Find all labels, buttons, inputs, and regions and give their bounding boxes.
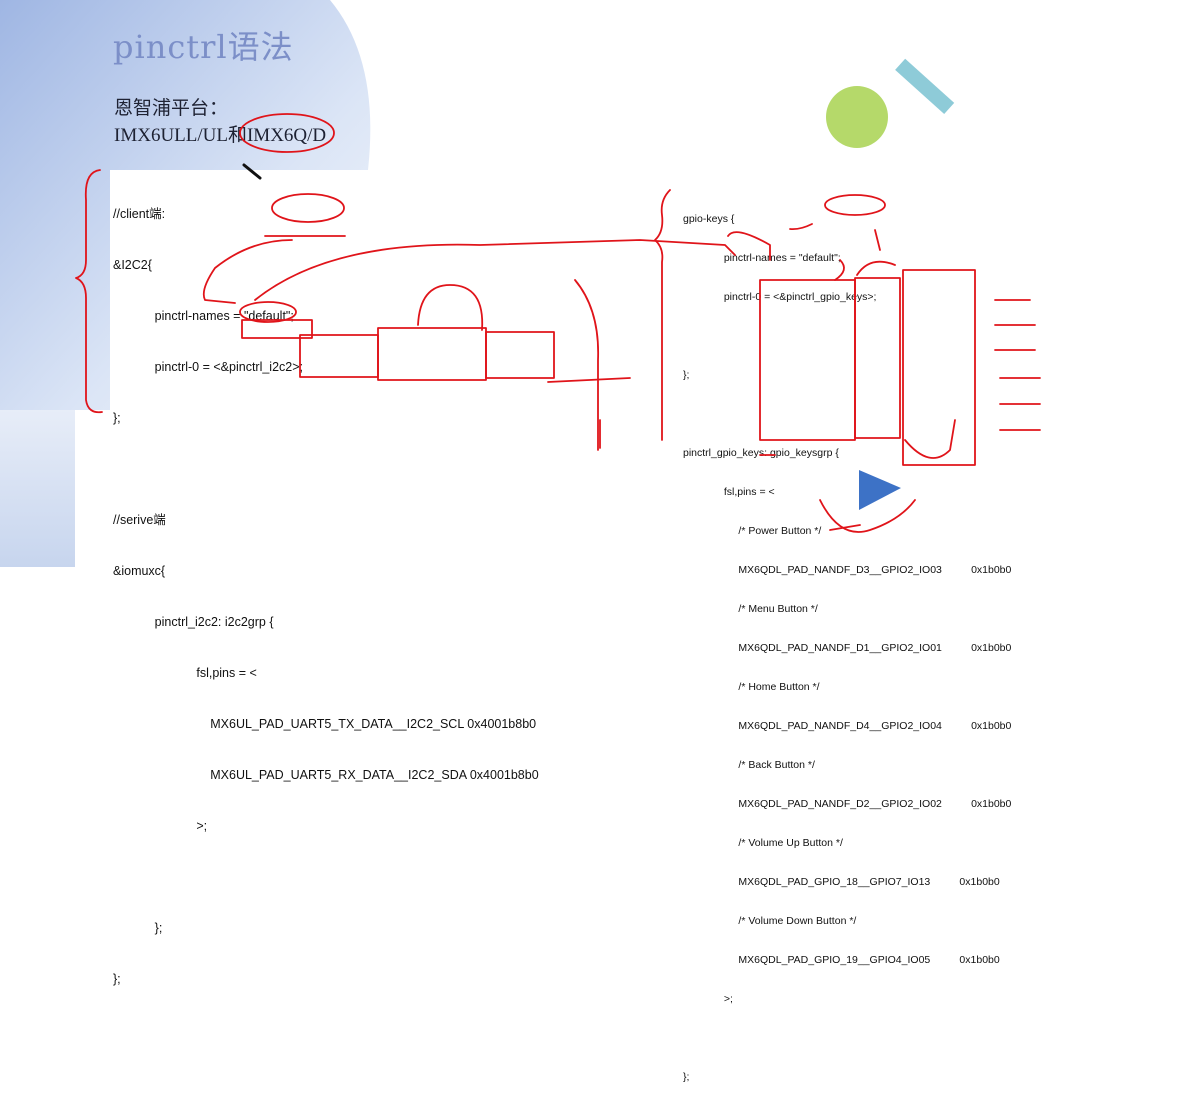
code-line: /* Volume Up Button */ [683,837,843,849]
code-line: &I2C2{ [113,258,152,272]
code-line: pinctrl-0 = <&pinctrl_gpio_keys>; [683,291,877,303]
code-line: fsl,pins = < [683,486,775,498]
gpio-keys-code: gpio-keys { pinctrl-names = "default"; p… [683,187,1011,1097]
code-line: }; [113,411,121,425]
code-line: }; [113,972,121,986]
code-line: fsl,pins = < [113,666,257,680]
code-line [683,1032,1011,1045]
code-line: pinctrl-names = "default"; [113,309,294,323]
code-line: MX6QDL_PAD_GPIO_18__GPIO7_IO13 0x1b0b0 [683,876,1000,888]
code-line [113,869,539,886]
code-line [683,408,1011,421]
code-line: MX6QDL_PAD_GPIO_19__GPIO4_IO05 0x1b0b0 [683,954,1000,966]
code-line: MX6QDL_PAD_NANDF_D4__GPIO2_IO04 0x1b0b0 [683,720,1012,732]
code-line: pinctrl-names = "default"; [683,252,841,264]
code-line: MX6UL_PAD_UART5_TX_DATA__I2C2_SCL 0x4001… [113,717,537,731]
code-line: }; [113,921,163,935]
code-line: MX6QDL_PAD_NANDF_D1__GPIO2_IO01 0x1b0b0 [683,642,1012,654]
code-line: /* Home Button */ [683,681,820,693]
code-line: //serive端 [113,513,166,527]
platform-label: 恩智浦平台： [114,98,229,119]
code-line: /* Power Button */ [683,525,822,537]
decor-shapes [826,58,955,148]
platform-chips: IMX6ULL/UL和IMX6Q/D [114,125,327,146]
code-line: pinctrl_gpio_keys: gpio_keysgrp { [683,447,839,459]
code-line: /* Volume Down Button */ [683,915,857,927]
code-line [683,330,1011,343]
code-line: //client端: [113,207,166,221]
code-line: /* Menu Button */ [683,603,818,615]
code-line: pinctrl_i2c2: i2c2grp { [113,615,274,629]
teal-bar-icon [895,58,955,115]
code-line: MX6QDL_PAD_NANDF_D2__GPIO2_IO02 0x1b0b0 [683,798,1012,810]
code-line [113,461,539,478]
code-line: }; [683,369,690,381]
client-server-code: //client端: &I2C2{ pinctrl-names = "defau… [113,172,539,1005]
code-line: MX6UL_PAD_UART5_RX_DATA__I2C2_SDA 0x4001… [113,768,539,782]
code-line: pinctrl-0 = <&pinctrl_i2c2>; [113,360,304,374]
code-line: /* Back Button */ [683,759,815,771]
code-line: >; [683,993,733,1005]
code-line: gpio-keys { [683,213,735,225]
slide-title: pinctrl语法 [113,28,294,66]
code-line: }; [683,1071,690,1083]
code-line: &iomuxc{ [113,564,166,578]
green-circle-icon [826,86,888,148]
code-line: >; [113,819,208,833]
code-line: MX6QDL_PAD_NANDF_D3__GPIO2_IO03 0x1b0b0 [683,564,1012,576]
